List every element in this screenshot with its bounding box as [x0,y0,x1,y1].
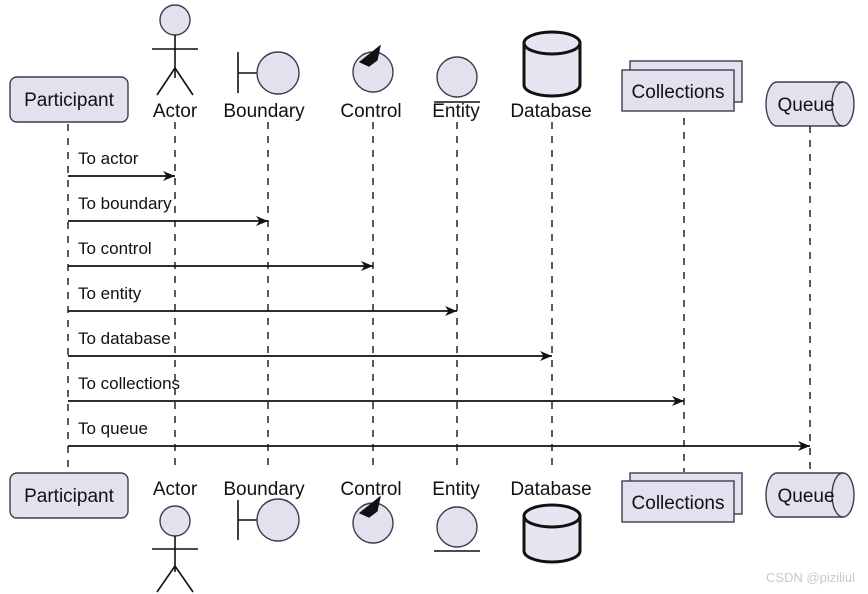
boundary-circle-bottom-icon [256,498,300,542]
lifelines-group [67,118,811,472]
database-top-bottom-icon [522,503,582,529]
actor-label-top: Actor [153,101,198,122]
database-label-bottom: Database [510,479,591,500]
message-label-6: To queue [78,419,148,438]
participant-label-bottom: Participant [24,486,114,507]
boundary-head-top[interactable]: Boundary [223,51,305,122]
message-label-5: To collections [78,374,180,393]
participant-head-bottom[interactable]: Participant [9,472,129,519]
actor-head-bottom[interactable]: Actor [152,479,198,593]
database-label-top: Database [510,101,591,122]
entity-circle-bottom-icon [436,506,478,548]
database-head-bottom[interactable]: Database [510,479,592,564]
queue-head-top[interactable]: Queue [765,81,855,127]
queue-head-bottom[interactable]: Queue [765,472,855,518]
stick-figure-left-leg-bottom-icon [156,565,176,593]
participant-head-top[interactable]: Participant [9,76,129,123]
collections-front-sheet-bottom-icon [621,480,735,523]
collections-head-top[interactable]: Collections [621,60,743,112]
actor-label-bottom: Actor [153,479,198,500]
queue-label-bottom: Queue [777,486,834,507]
queue-end-cap-bottom-icon [831,472,844,518]
message-label-4: To database [78,329,171,348]
control-label-top: Control [340,101,401,122]
collections-head-bottom[interactable]: Collections [621,472,743,523]
message-to-entity[interactable]: To entity [68,284,457,316]
collections-label-top: Collections [632,82,725,103]
queue-end-cap-icon [831,81,844,127]
messages-group: To actor To boundary To control To entit… [68,149,810,451]
entity-head-bottom[interactable]: Entity [432,479,480,552]
participant-label-top: Participant [24,90,114,111]
participant-box-bottom-icon [9,472,129,519]
watermark: CSDN @piziliul [766,570,855,585]
stick-figure-head-icon [159,4,191,36]
stick-figure-right-leg-bottom-icon [174,565,194,593]
message-to-collections[interactable]: To collections [68,374,684,406]
boundary-head-bottom[interactable]: Boundary [223,479,305,542]
control-head-top[interactable]: Control [340,44,402,122]
database-top-icon [522,30,582,56]
control-label-bottom: Control [340,479,401,500]
message-to-actor[interactable]: To actor [68,149,175,181]
message-label-1: To boundary [78,194,172,213]
control-arrowhead-icon [358,44,381,67]
database-head-top[interactable]: Database [510,30,592,122]
stick-figure-head-bottom-icon [159,505,191,537]
message-to-database[interactable]: To database [68,329,552,361]
entity-head-top[interactable]: Entity [432,56,480,122]
stick-figure-right-leg-icon [174,67,194,96]
message-label-0: To actor [78,149,139,168]
actor-head-top[interactable]: Actor [152,4,198,122]
queue-label-top: Queue [777,95,834,116]
message-label-2: To control [78,239,152,258]
message-label-3: To entity [78,284,142,303]
participant-box-icon [9,76,129,123]
entity-circle-icon [436,56,478,98]
boundary-circle-icon [256,51,300,95]
stick-figure-left-leg-icon [156,67,176,96]
collections-label-bottom: Collections [632,493,725,514]
entity-label-top: Entity [432,101,480,122]
message-to-boundary[interactable]: To boundary [68,194,268,226]
control-head-bottom[interactable]: Control [340,479,402,544]
control-arrowhead-bottom-icon [358,495,381,518]
message-to-queue[interactable]: To queue [68,419,810,451]
collections-front-sheet-icon [621,69,735,112]
message-to-control[interactable]: To control [68,239,373,271]
database-body-bottom-icon [522,514,582,564]
boundary-label-top: Boundary [223,101,305,122]
boundary-label-bottom: Boundary [223,479,305,500]
entity-label-bottom: Entity [432,479,480,500]
database-body-icon [522,41,582,98]
